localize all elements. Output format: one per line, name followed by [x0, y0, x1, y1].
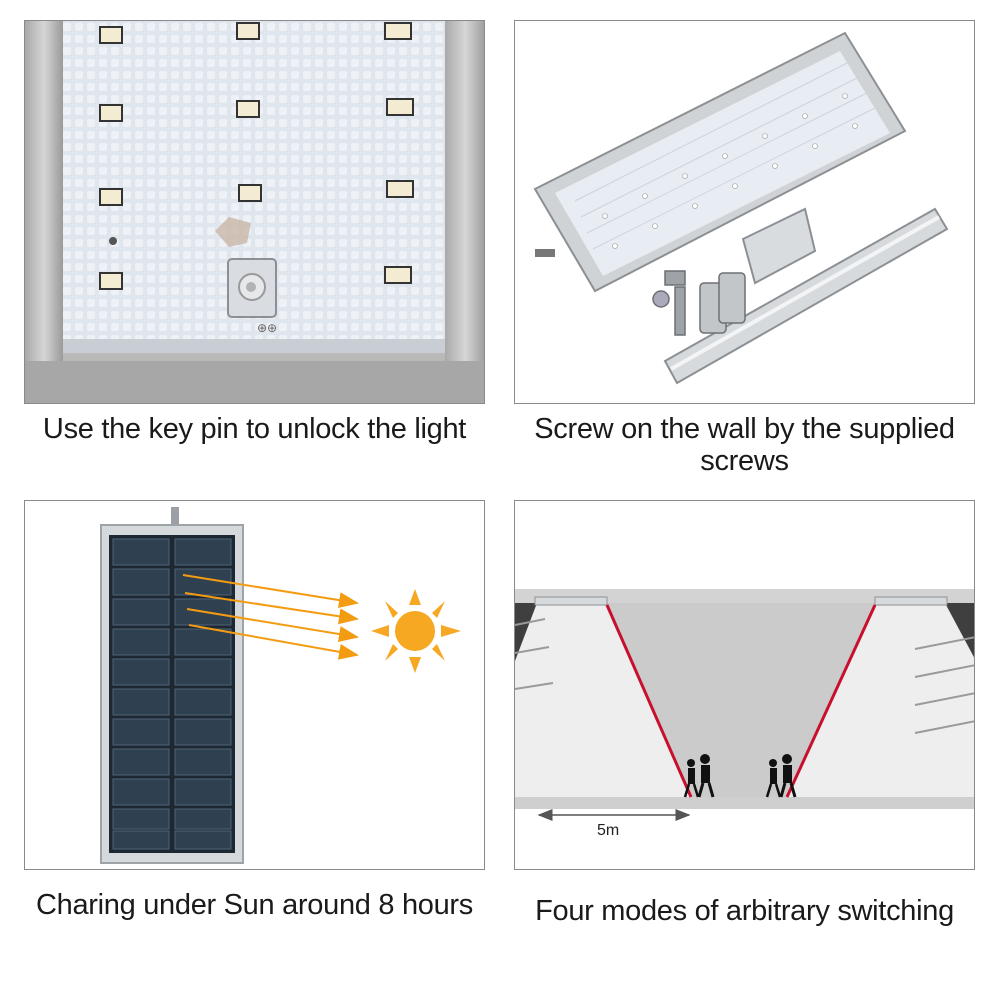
- people-icon: [683, 754, 797, 798]
- sun-icon: [371, 589, 461, 673]
- caption-screw-line2: screws: [700, 445, 789, 477]
- distance-label: 5m: [597, 822, 619, 839]
- caption-screw-line1: Screw on the wall by the supplied: [534, 413, 955, 445]
- sensor-modes-diagram: 5m: [514, 500, 975, 870]
- solar-charging-illustration: [24, 500, 485, 870]
- caption-screw: Screw on the wall by the supplied screws: [514, 413, 975, 477]
- svg-text:⊕⊕: ⊕⊕: [257, 321, 277, 335]
- caption-charging: Charing under Sun around 8 hours: [36, 889, 473, 921]
- caption-unlock: Use the key pin to unlock the light: [42, 413, 467, 445]
- led-closeup-photo: ⊕⊕: [24, 20, 485, 404]
- bracket-photo: [514, 20, 975, 404]
- caption-modes: Four modes of arbitrary switching: [535, 895, 954, 927]
